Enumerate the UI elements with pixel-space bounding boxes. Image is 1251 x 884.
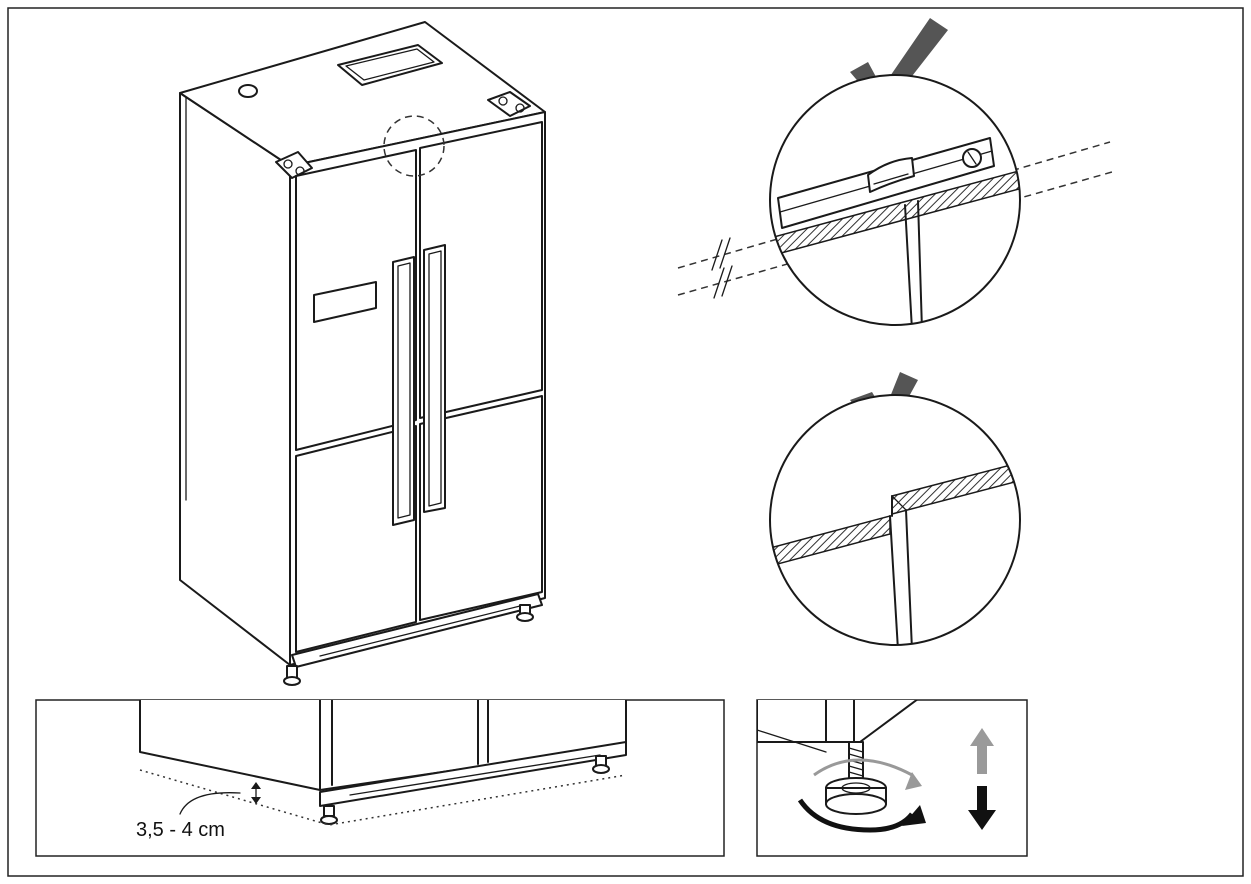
handle-left bbox=[392, 256, 415, 526]
floor-outline bbox=[139, 769, 627, 826]
fridge-side-panel bbox=[179, 92, 291, 666]
level-reference-line-bottom bbox=[677, 171, 1113, 296]
foot-front-right bbox=[516, 604, 534, 622]
arrow-down-icon bbox=[968, 786, 996, 830]
foot-front-left bbox=[283, 665, 301, 686]
magnifier-circle-incorrect bbox=[769, 394, 1021, 646]
fridge-illustration bbox=[179, 21, 546, 686]
door-display bbox=[313, 281, 377, 323]
lower-left-door bbox=[295, 425, 417, 653]
incorrect-alignment-detail bbox=[769, 372, 1021, 646]
level-bubble-vial bbox=[867, 157, 915, 193]
handle-right bbox=[423, 244, 446, 513]
rotation-arrow bbox=[797, 798, 914, 833]
magnifier-circle-correct bbox=[769, 74, 1021, 326]
hinge-left bbox=[275, 151, 313, 179]
kick-plate bbox=[291, 593, 543, 668]
level-reference-line-top bbox=[677, 141, 1111, 269]
lower-right-door bbox=[419, 395, 543, 621]
top-control-panel bbox=[337, 44, 443, 86]
clearance-label: 3,5 - 4 cm bbox=[136, 819, 225, 841]
door-gap-focus-circle bbox=[383, 115, 445, 177]
foot-adjustment-panel bbox=[756, 699, 1028, 857]
break-mark-top bbox=[711, 237, 731, 271]
upper-right-door bbox=[419, 121, 543, 419]
correct-alignment-detail bbox=[677, 18, 1113, 326]
clearance-panel: 3,5 - 4 cm bbox=[35, 699, 725, 857]
hinge-right bbox=[487, 91, 531, 117]
outer-frame bbox=[7, 7, 1244, 877]
arrow-up-icon bbox=[970, 728, 994, 774]
measurement-leader bbox=[179, 792, 241, 815]
top-button bbox=[238, 84, 258, 98]
break-mark-bottom bbox=[713, 265, 733, 299]
